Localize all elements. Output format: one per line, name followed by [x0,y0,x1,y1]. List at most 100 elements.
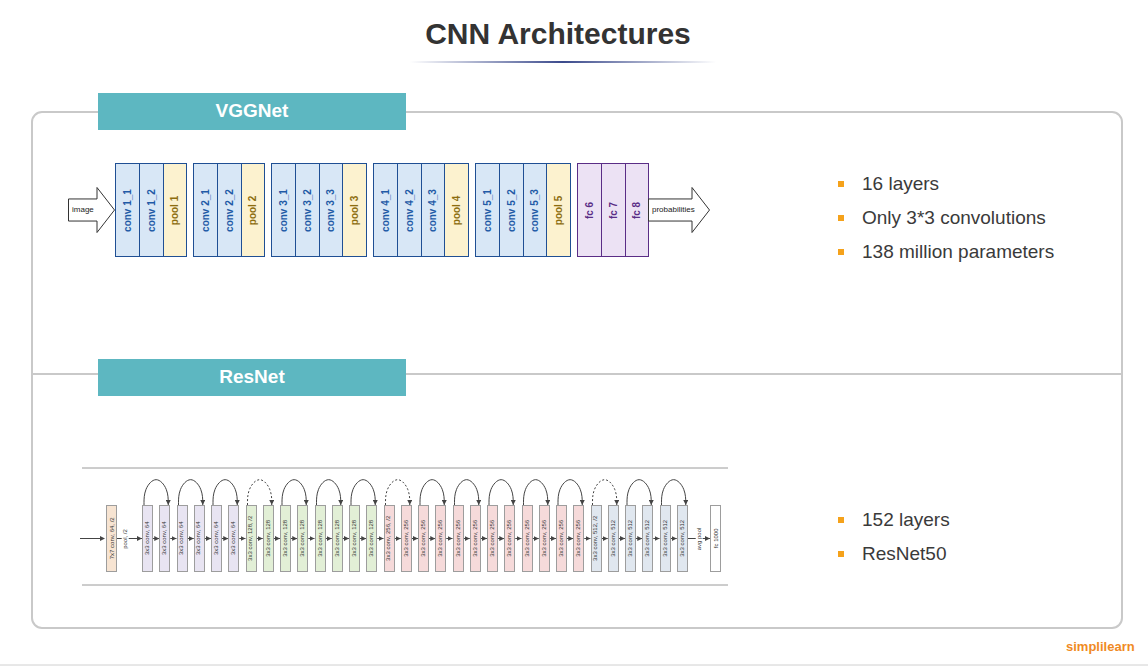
shortcut-arc [662,480,686,505]
bullet-text: 138 million parameters [862,242,1054,263]
io-arrow-text: probabilities [652,206,695,215]
shortcut-arc [489,480,513,505]
fc-layer-text: fc 8 [631,201,642,218]
resnet-layer-text: 3x3 conv, 256 [506,520,513,557]
conv-layer: conv 1_2 [139,163,164,257]
label-holder: 16 layers [862,174,939,195]
input-line [80,538,101,539]
title-underline [410,61,716,63]
pool-layer-text: pool 1 [169,195,180,224]
resnet-layer: 3x3 conv, 64 [142,505,153,572]
conv-layer-text: conv 1_1 [122,189,133,232]
resnet-layer-text: 3x3 conv, 64 [144,522,151,556]
shortcut-arc [455,480,479,505]
arrow-outline [69,188,115,233]
resnet-layer: 3x3 conv, 512 [660,505,671,572]
resnet-layer: 3x3 conv, 256 [504,505,515,572]
pool-layer: pool 5 [546,163,571,257]
section-header-text: ResNet [219,367,284,388]
conv-layer: conv 5_1 [475,163,500,257]
resnet-layer-text: 7x7 conv, 64, /2 [108,518,115,560]
resnet-layer: 7x7 conv, 64, /2 [106,505,117,572]
conv-layer-text: conv 3_1 [278,189,289,232]
shortcut-arc [144,480,168,505]
resnet-layer-text: 3x3 conv, 512 [662,520,669,557]
resnet-layer-text: 3x3 conv, 512 [627,520,634,557]
shortcut-arc [317,480,341,505]
resnet-layer: 3x3 conv, 256, /2 [384,505,395,572]
bullet-text: 16 layers [862,174,939,195]
conv-layer: conv 2_1 [193,163,218,257]
resnet-layer: 3x3 conv, 256 [453,505,464,572]
resnet-layer-text: 3x3 conv, 256 [575,520,582,557]
label-holder: ResNet50 [862,544,947,565]
conv-layer: conv 4_1 [373,163,398,257]
resnet-layer-text: 3x3 conv, 256 [472,520,479,557]
fc-layer: fc 8 [625,163,650,257]
resnet-layer-text: 3x3 conv, 512 [610,520,617,557]
resnet-layer: 3x3 conv, 256 [522,505,533,572]
pool-layer-text: pool 4 [451,195,462,224]
content-panel [32,112,1122,628]
resnet-layer-text: 3x3 conv, 256 [558,520,565,557]
resnet-layer-text: 3x3 conv, 64 [230,522,237,556]
input-arrowhead [100,536,105,541]
label-holder: pool, /2 [113,535,137,542]
resnet-layer: 3x3 conv, 256 [470,505,481,572]
bullet-text: 152 layers [862,510,950,531]
conv-layer-text: conv 4_2 [404,189,415,232]
resnet-layer: 3x3 conv, 512 [608,505,619,572]
resnet-layer-text: 3x3 conv, 256 [541,520,548,557]
arrow-outline [649,188,710,233]
pool-layer-text: pool 3 [349,195,360,224]
conv-layer-text: conv 5_2 [506,189,517,232]
resnet-layer-text: 3x3 conv, 128 [351,520,358,557]
bullet-text: Only 3*3 convolutions [862,208,1046,229]
bullet-square [838,215,844,221]
resnet-layer: 3x3 conv, 256 [539,505,550,572]
resnet-layer: 3x3 conv, 64 [194,505,205,572]
resnet-layer: 3x3 conv, 512 [625,505,636,572]
resnet-layer: 3x3 conv, 256 [418,505,429,572]
footer-line [0,665,1148,666]
resnet-layer: 3x3 conv, 64 [211,505,222,572]
resnet-layer: fc 1000 [710,505,721,572]
resnet-layer-text: 3x3 conv, 512 [644,520,651,557]
conv-layer: conv 3_2 [295,163,320,257]
resnet-layer-text: 3x3 conv, 256, /2 [386,516,393,561]
bullet-square [838,181,844,187]
pool-layer: pool 4 [444,163,469,257]
resnet-layer: 3x3 conv, 512 [677,505,688,572]
conv-layer-text: conv 2_1 [200,189,211,232]
conv-layer: conv 4_3 [421,163,446,257]
resnet-layer-text: 3x3 conv, 64 [161,522,168,556]
resnet-layer: 3x3 conv, 256 [573,505,584,572]
shortcut-arc [524,480,548,505]
resnet-layer: 3x3 conv, 256 [556,505,567,572]
conv-layer: conv 5_3 [523,163,548,257]
conv-layer: conv 5_2 [499,163,524,257]
fc-layer-text: fc 6 [584,201,595,218]
label-holder: avg pool [686,535,713,542]
resnet-layer: 3x3 conv, 512, /2 [591,505,602,572]
fc-layer: fc 6 [577,163,602,257]
pool-layer-text: pool 5 [553,195,564,224]
resnet-layer-text: 3x3 conv, 256 [524,520,531,557]
bullet-square [838,551,844,557]
resnet-layer-text: 3x3 conv, 256 [403,520,410,557]
resnet-layer: 3x3 conv, 128 [349,505,360,572]
resnet-layer-text: 3x3 conv, 128 [282,520,289,557]
resnet-layer: 3x3 conv, 128 [263,505,274,572]
resnet-layer: 3x3 conv, 256 [401,505,412,572]
conv-layer-text: conv 4_1 [380,189,391,232]
shortcut-arc [213,480,237,505]
pool-layer: pool 3 [342,163,367,257]
shortcut-arc [282,480,306,505]
pool-label: avg pool [696,525,703,552]
conv-layer-text: conv 2_2 [224,189,235,232]
shortcut-arc [351,480,375,505]
conv-layer-text: conv 5_1 [482,189,493,232]
conv-layer-text: conv 3_2 [302,189,313,232]
slide-title: CNN Architectures [425,17,691,50]
